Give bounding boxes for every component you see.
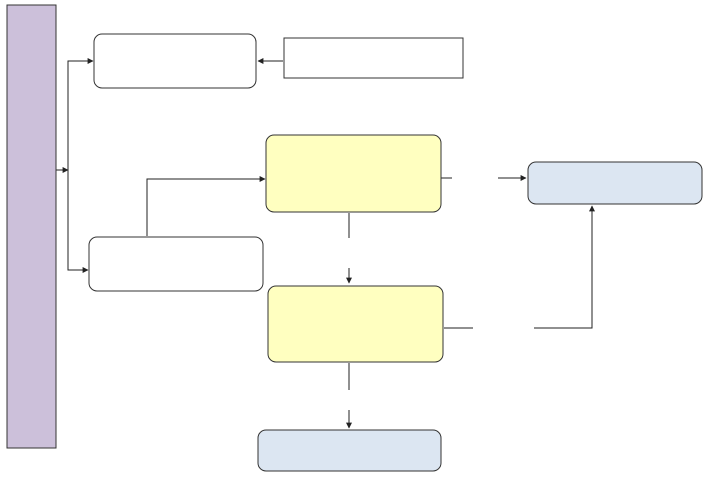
edge-middle-left-to-yellow-top — [146, 176, 266, 236]
top-input-box — [283, 37, 464, 79]
middle-left-box — [88, 236, 264, 292]
top-box — [93, 33, 257, 89]
blue-box-right — [527, 161, 703, 205]
edge-sidebar-to-middle-left-box — [67, 170, 89, 273]
nodes — [6, 4, 703, 472]
yellow-box-bottom — [267, 285, 444, 363]
edge-sidebar-to-top-box — [67, 58, 94, 170]
yellow-box-top — [265, 134, 442, 213]
blue-box-bottom — [257, 429, 442, 472]
connectors — [56, 58, 595, 429]
edge-yellow-bottom-to-blue-right-b — [534, 205, 595, 329]
sidebar-bar — [6, 4, 57, 449]
